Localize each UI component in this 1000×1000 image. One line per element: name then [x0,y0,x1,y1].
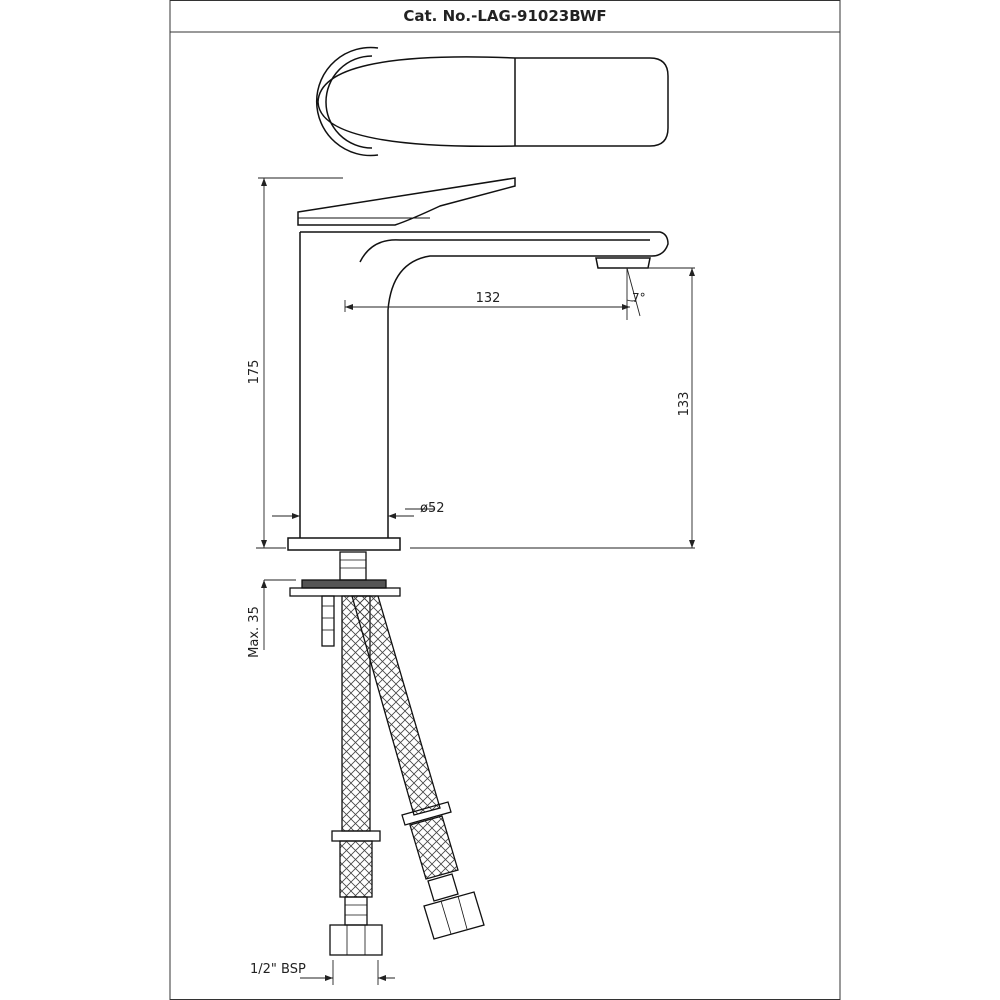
dim-connection: 1/2" BSP [250,962,306,977]
dimension-arrows [261,178,695,981]
dim-spout-angle: 7° [632,291,646,305]
top-view [316,46,669,157]
dimension-lines [256,177,695,985]
hose-right [351,595,485,940]
dim-spout-reach: 132 [476,291,501,306]
faucet-body [299,231,669,538]
dim-spout-height: 133 [677,392,692,417]
base-plate [287,537,401,551]
dim-base-diameter: ø52 [420,501,445,516]
dim-total-height: 175 [247,360,262,385]
catalog-number: Cat. No.-LAG-91023BWF [403,7,607,25]
dim-max-thickness: Max. 35 [247,606,262,658]
lever-handle [297,177,516,226]
